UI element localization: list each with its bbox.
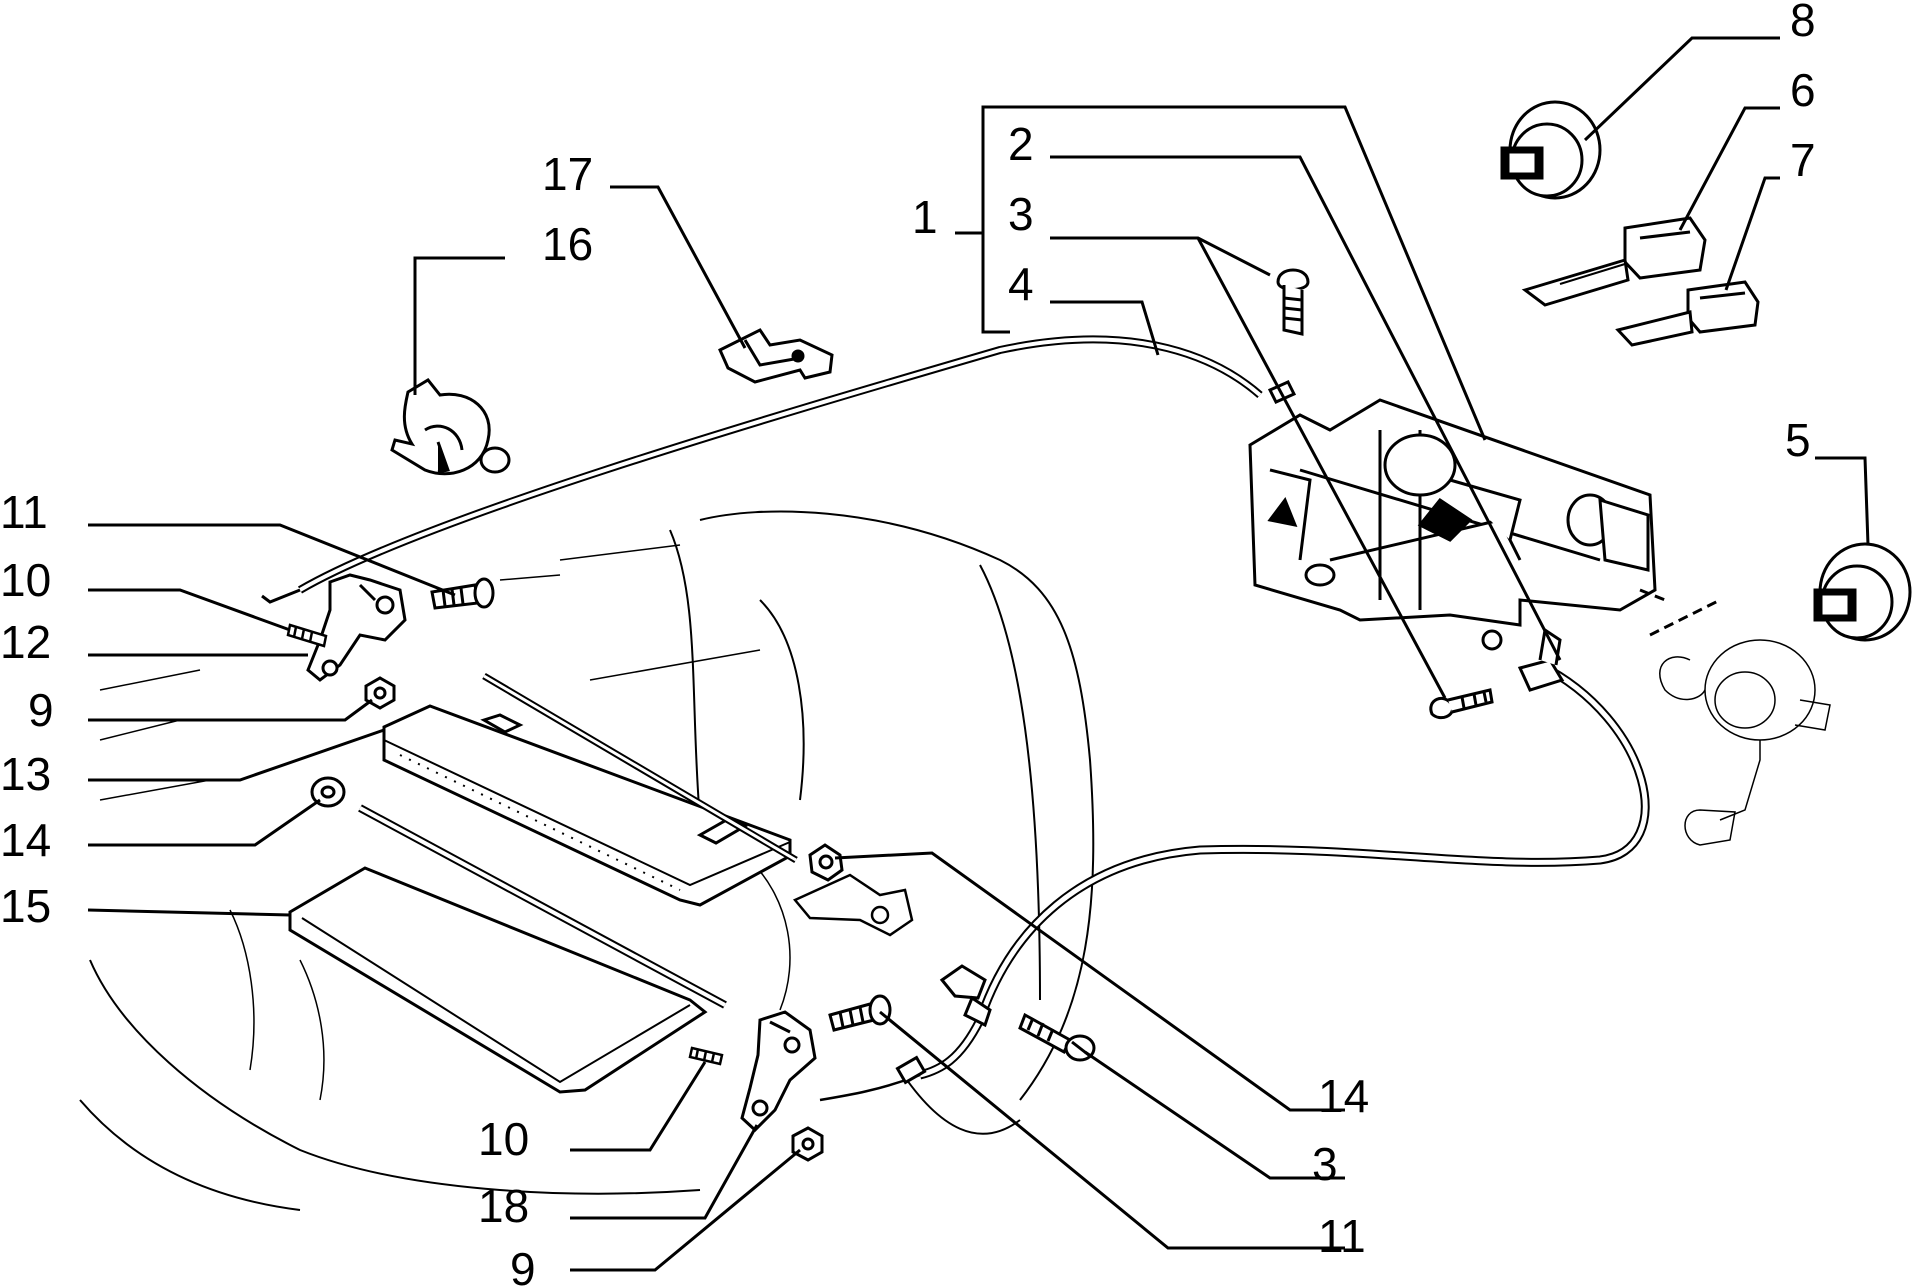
lock-cylinder-8 bbox=[1500, 100, 1602, 200]
washer-14-left bbox=[310, 776, 346, 808]
callout-3-top: 3 bbox=[1008, 188, 1034, 240]
callout-7: 7 bbox=[1790, 134, 1816, 186]
nut-9-left bbox=[364, 676, 396, 710]
callout-labels: 1 2 3 4 8 6 7 5 17 16 11 10 12 9 13 14 1… bbox=[0, 0, 1816, 1288]
callout-10-bottom: 10 bbox=[478, 1113, 529, 1165]
nut-9-lower bbox=[791, 1126, 824, 1162]
lock-cable bbox=[819, 660, 1650, 1102]
callout-11-bottom: 11 bbox=[1318, 1210, 1366, 1262]
trim-panel-15 bbox=[288, 804, 727, 1094]
key-7 bbox=[1615, 280, 1760, 347]
key-6 bbox=[1521, 216, 1707, 307]
callout-6: 6 bbox=[1790, 64, 1816, 116]
callout-16: 16 bbox=[542, 218, 593, 270]
cable-clip bbox=[939, 964, 992, 1028]
callout-13: 13 bbox=[0, 748, 51, 800]
callout-10-left: 10 bbox=[0, 554, 51, 606]
callout-12: 12 bbox=[0, 616, 51, 668]
callout-8: 8 bbox=[1790, 0, 1816, 46]
boot-lock-mechanism bbox=[1248, 398, 1721, 637]
callout-5: 5 bbox=[1785, 414, 1811, 466]
callout-18: 18 bbox=[478, 1180, 529, 1232]
callout-9-left: 9 bbox=[28, 684, 54, 736]
stud-10-lower bbox=[688, 1046, 724, 1066]
release-cable bbox=[261, 335, 1297, 604]
trim-panel-13 bbox=[382, 672, 798, 907]
callout-17: 17 bbox=[542, 148, 593, 200]
callout-14-left: 14 bbox=[0, 814, 51, 866]
callout-14-right: 14 bbox=[1318, 1070, 1369, 1122]
screw-mid bbox=[1429, 688, 1494, 720]
callout-4: 4 bbox=[1008, 258, 1034, 310]
callout-15: 15 bbox=[0, 880, 51, 932]
leader-lines bbox=[87, 36, 1870, 1272]
lock-motor-sketch bbox=[1659, 639, 1831, 846]
bush-16 bbox=[390, 378, 511, 476]
hinge-bracket-12 bbox=[306, 573, 407, 682]
clip-17 bbox=[718, 328, 834, 384]
screw-3-lower bbox=[1018, 1012, 1096, 1062]
callout-11-left: 11 bbox=[0, 486, 48, 538]
callout-1: 1 bbox=[912, 191, 938, 243]
callout-9-bottom: 9 bbox=[510, 1243, 536, 1288]
callout-3-bottom: 3 bbox=[1312, 1138, 1338, 1190]
stud-10-left bbox=[286, 623, 328, 648]
bolt-11-upper bbox=[430, 577, 495, 610]
hinge-bracket-18 bbox=[740, 1010, 817, 1133]
car-body-sketch bbox=[79, 510, 1095, 1211]
hinge-mount-bracket bbox=[792, 873, 914, 937]
lock-cylinder-5 bbox=[1813, 542, 1912, 642]
cable-end-bracket bbox=[1481, 627, 1565, 692]
screw-top bbox=[1276, 268, 1310, 336]
washer-14-right bbox=[808, 843, 844, 882]
callout-2: 2 bbox=[1008, 118, 1034, 170]
